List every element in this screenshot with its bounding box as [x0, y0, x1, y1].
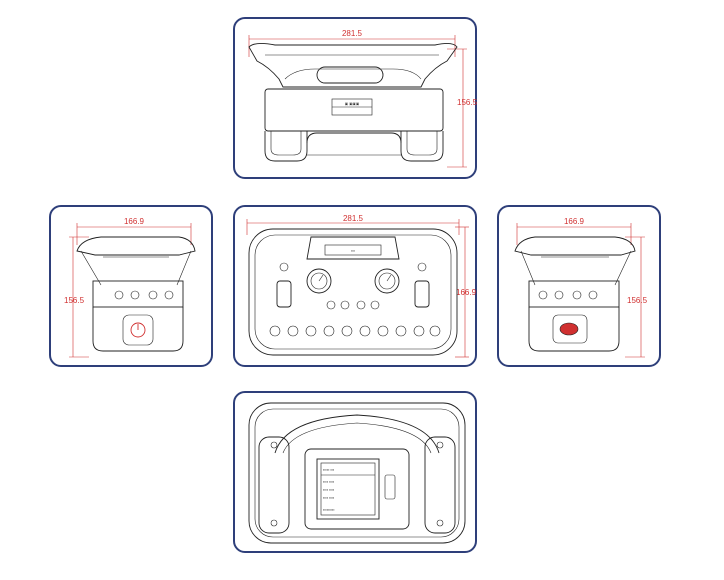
top-view-drawing: 281.5 156.5 ▣ ▣▣▣: [248, 29, 478, 168]
front-view-drawing: 281.5 166.9 ▪▪▪: [246, 214, 477, 358]
svg-text:▪▪▪▪ ▪▪▪▪: ▪▪▪▪ ▪▪▪▪: [323, 488, 334, 492]
left-view-drawing: 166.9 156.5: [64, 217, 196, 358]
top-view-height-label: 156.5: [457, 98, 478, 107]
front-view-panel: 281.5 166.9 ▪▪▪: [233, 205, 477, 367]
top-view-panel: 281.5 156.5 ▣ ▣▣▣: [233, 17, 478, 179]
power-icon: [130, 322, 146, 338]
right-view-width-label: 166.9: [564, 217, 585, 226]
left-view-width-label: 166.9: [124, 217, 145, 226]
front-view-height-label: 166.9: [456, 288, 477, 297]
bottom-view-drawing: ▪▪▪▪▪ ▪▪▪ ▪▪▪▪ ▪▪▪▪ ▪▪▪▪ ▪▪▪▪ ▪▪▪▪ ▪▪▪▪ …: [248, 402, 466, 544]
svg-text:▪▪▪▪▪ ▪▪▪: ▪▪▪▪▪ ▪▪▪: [323, 468, 334, 472]
right-view-panel: 166.9 156.5: [497, 205, 661, 367]
svg-text:▣ ▣▣▣: ▣ ▣▣▣: [345, 102, 360, 106]
left-view-height-label: 156.5: [64, 296, 85, 305]
right-view-height-label: 156.5: [627, 296, 648, 305]
svg-text:▪▪▪▪ ▪▪▪▪: ▪▪▪▪ ▪▪▪▪: [323, 496, 334, 500]
bottom-view-panel: ▪▪▪▪▪ ▪▪▪ ▪▪▪▪ ▪▪▪▪ ▪▪▪▪ ▪▪▪▪ ▪▪▪▪ ▪▪▪▪ …: [233, 391, 477, 553]
left-view-panel: 166.9 156.5: [49, 205, 213, 367]
svg-text:▪▪▪: ▪▪▪: [351, 249, 355, 253]
svg-text:▪▪▪▪▪▪▪▪▪: ▪▪▪▪▪▪▪▪▪: [323, 508, 334, 512]
emergency-stop-icon: [559, 322, 579, 336]
svg-text:▪▪▪▪ ▪▪▪▪: ▪▪▪▪ ▪▪▪▪: [323, 480, 334, 484]
front-view-width-label: 281.5: [343, 214, 364, 223]
right-view-drawing: 166.9 156.5: [514, 217, 648, 358]
top-view-width-label: 281.5: [342, 29, 363, 38]
